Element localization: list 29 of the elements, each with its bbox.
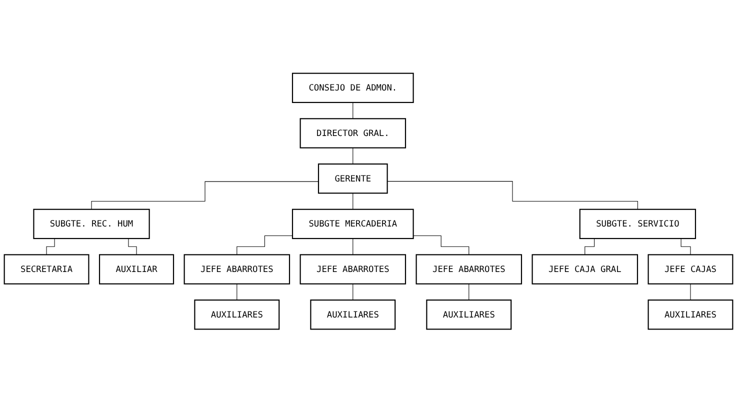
- connector: [352, 238, 354, 256]
- connector: [352, 102, 354, 120]
- node-box: SUBGTE MERCADERIA: [292, 209, 414, 240]
- node-box: JEFE CAJAS: [648, 254, 734, 285]
- node-box: DIRECTOR GRAL.: [300, 118, 406, 149]
- node-box: JEFE ABARROTES: [184, 254, 290, 285]
- node-box: AUXILIARES: [310, 300, 396, 330]
- node-box: GERENTE: [318, 164, 388, 194]
- node-box: AUXILIARES: [194, 300, 280, 330]
- connector: [352, 284, 354, 301]
- node-box: JEFE ABARROTES: [300, 254, 406, 285]
- connector: [352, 148, 354, 165]
- node-box: SECRETARIA: [4, 254, 90, 285]
- node-box: JEFE CAJA GRAL: [532, 254, 638, 285]
- node-box: SUBGTE. SERVICIO: [579, 209, 696, 240]
- connector: [413, 236, 470, 256]
- connector: [387, 181, 638, 210]
- node-box: SUBGTE. REC. HUM: [33, 209, 150, 240]
- connector: [690, 284, 691, 301]
- node-box: AUXILIAR: [98, 254, 174, 285]
- connector: [91, 182, 319, 210]
- connector: [352, 193, 354, 210]
- node-box: JEFE ABARROTES: [416, 254, 522, 285]
- connector: [236, 236, 293, 256]
- connector: [236, 284, 238, 301]
- node-box: AUXILIARES: [426, 300, 512, 330]
- node-box: CONSEJO DE ADMON.: [292, 73, 414, 104]
- node-box: AUXILIARES: [648, 300, 734, 330]
- connector: [468, 284, 470, 301]
